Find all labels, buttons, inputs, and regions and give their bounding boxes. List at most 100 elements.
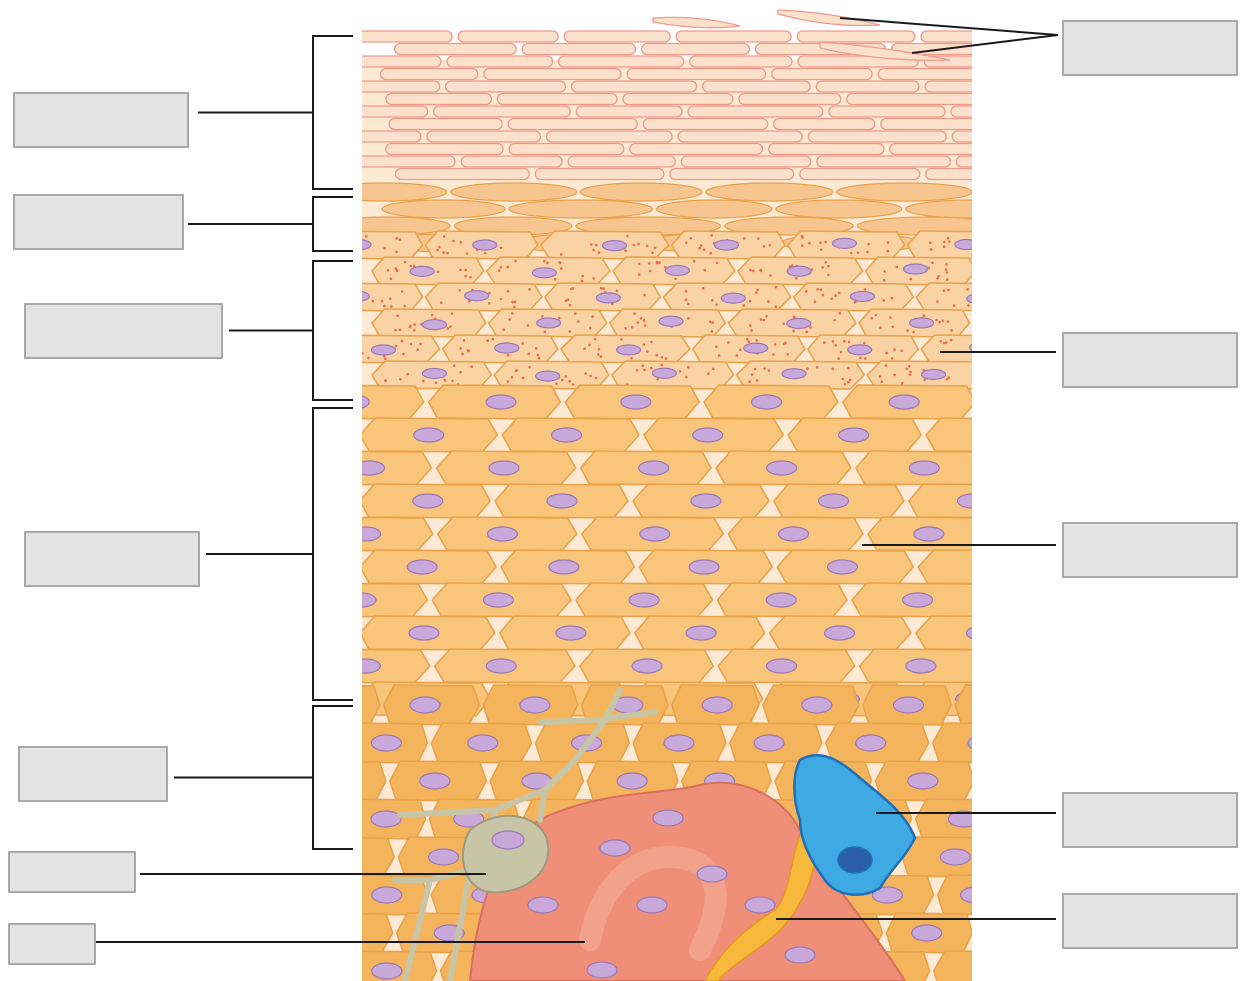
keratohyalin-granule (843, 340, 846, 343)
keratohyalin-granule (795, 277, 798, 280)
keratohyalin-granule (636, 321, 639, 324)
keratohyalin-granule (759, 269, 762, 272)
keratohyalin-granule (1002, 300, 1005, 303)
cell-nucleus (621, 395, 651, 409)
keratohyalin-granule (443, 379, 446, 382)
basale-cell (292, 913, 393, 953)
corneocyte (642, 44, 750, 55)
keratohyalin-granule (1066, 327, 1069, 330)
keratohyalin-granule (698, 247, 701, 250)
cell-nucleus (339, 395, 369, 409)
keratohyalin-granule (630, 357, 633, 360)
corneocyte (878, 69, 993, 80)
keratohyalin-granule (801, 244, 804, 247)
label-merkel-cell-nerve[interactable] (1062, 893, 1238, 949)
keratohyalin-granule (574, 312, 577, 315)
keratohyalin-granule (328, 351, 331, 354)
keratohyalin-granule (459, 371, 462, 374)
cell-nucleus (955, 240, 979, 250)
cell-nucleus (1036, 849, 1066, 865)
keratohyalin-granule (866, 251, 869, 254)
keratohyalin-granule (326, 239, 329, 242)
keratohyalin-granule (507, 266, 510, 269)
keratohyalin-granule (749, 324, 752, 327)
label-lamellar-granules[interactable] (1062, 332, 1238, 388)
keratohyalin-granule (816, 366, 819, 369)
keratohyalin-granule (982, 299, 985, 302)
keratohyalin-granule (767, 300, 770, 303)
keratohyalin-granule (422, 380, 425, 383)
keratohyalin-granule (656, 262, 659, 265)
cell-nucleus (632, 659, 662, 673)
keratohyalin-granule (633, 312, 636, 315)
keratohyalin-granule (535, 347, 538, 350)
cell-nucleus (856, 735, 886, 751)
keratohyalin-granule (327, 338, 330, 341)
corneocyte (427, 131, 541, 142)
basale-cell (292, 837, 394, 877)
keratohyalin-granule (967, 304, 970, 307)
keratohyalin-granule (727, 341, 730, 344)
keratohyalin-granule (947, 237, 950, 240)
keratohyalin-granule (736, 354, 739, 357)
label-stratum-lucidum[interactable] (13, 194, 184, 250)
cell-nucleus (827, 560, 857, 574)
keratohyalin-granule (1003, 301, 1006, 304)
cell-nucleus (1008, 925, 1038, 941)
cell-nucleus (782, 369, 806, 379)
label-dead-keratinocytes[interactable] (1062, 20, 1238, 76)
keratohyalin-granule (325, 235, 328, 238)
keratohyalin-granule (946, 271, 949, 274)
keratohyalin-granule (436, 249, 439, 252)
cell-nucleus (556, 626, 586, 640)
keratohyalin-granule (399, 238, 402, 241)
keratohyalin-granule (820, 288, 823, 291)
label-melanocyte[interactable] (1062, 792, 1238, 848)
cell-nucleus (547, 494, 577, 508)
cell-nucleus (345, 291, 369, 301)
keratohyalin-granule (938, 321, 941, 324)
cell-nucleus (976, 963, 1006, 979)
label-stratum-granulosum[interactable] (24, 303, 223, 359)
corneocyte (535, 169, 664, 180)
corneocyte (389, 119, 502, 130)
keratohyalin-granule (1021, 280, 1024, 283)
keratohyalin-granule (1008, 330, 1011, 333)
label-stratum-corneum[interactable] (13, 92, 189, 148)
keratohyalin-granule (822, 294, 825, 297)
keratohyalin-granule (631, 326, 634, 329)
keratohyalin-granule (966, 288, 969, 291)
lucidum-cell (322, 183, 447, 201)
keratohyalin-granule (1078, 262, 1081, 265)
keratohyalin-granule (993, 263, 996, 266)
keratohyalin-granule (971, 253, 974, 256)
keratohyalin-granule (935, 319, 938, 322)
keratohyalin-granule (1016, 279, 1019, 282)
label-dermis[interactable] (8, 923, 96, 965)
keratohyalin-granule (395, 345, 398, 348)
keratohyalin-granule (624, 249, 627, 252)
keratohyalin-granule (707, 372, 710, 375)
keratohyalin-granule (650, 367, 653, 370)
keratohyalin-granule (887, 241, 890, 244)
keratohyalin-granule (769, 274, 772, 277)
keratohyalin-granule (748, 380, 751, 383)
label-stratum-basale[interactable] (18, 746, 168, 802)
corneocyte (508, 119, 637, 130)
cell-nucleus (714, 240, 738, 250)
keratohyalin-granule (487, 339, 490, 342)
label-dendritic-cell[interactable] (8, 851, 136, 893)
keratohyalin-granule (943, 342, 946, 345)
label-stratum-spinosum[interactable] (24, 531, 200, 587)
label-keratinocyte[interactable] (1062, 522, 1238, 578)
corneocyte (446, 81, 566, 92)
keratohyalin-granule (394, 329, 397, 332)
cell-nucleus (767, 659, 797, 673)
keratohyalin-granule (1052, 380, 1055, 383)
keratohyalin-granule (783, 343, 786, 346)
lucidum-cell (657, 200, 772, 218)
keratohyalin-granule (588, 344, 591, 347)
cell-nucleus (802, 697, 832, 713)
keratohyalin-granule (782, 323, 785, 326)
cell-nucleus (328, 849, 358, 865)
